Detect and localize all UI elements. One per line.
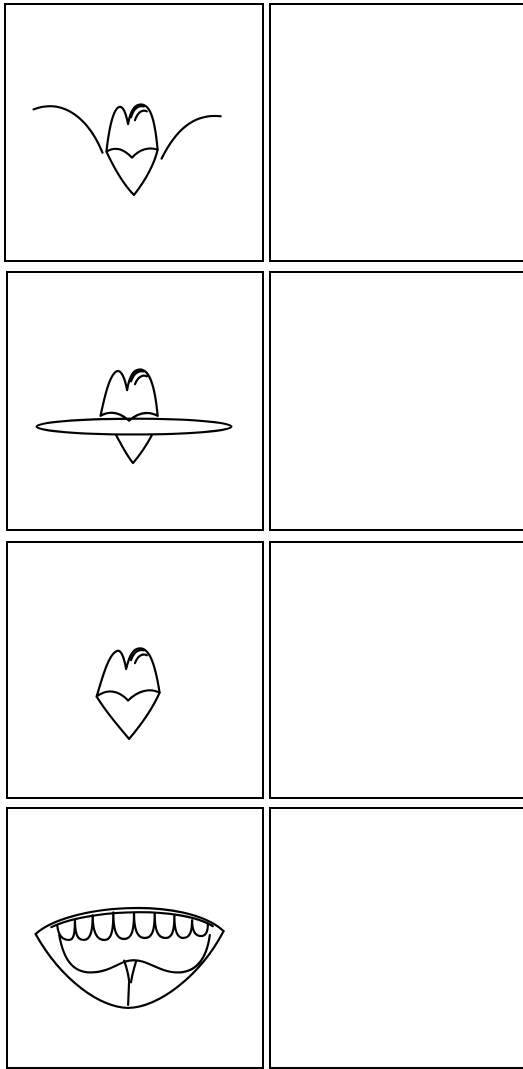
grid-cell-4-right [269,807,523,1069]
grid-cell-2-right [269,271,523,531]
grid-cell-1-left [4,3,264,262]
grid-cell-3-right [269,541,523,799]
grid-cell-4-left [6,807,264,1069]
grid-cell-1-right [269,3,523,262]
mouth-drawing [8,543,262,797]
grid-cell-3-left [6,541,264,799]
mouth-with-wings-drawing [6,5,262,260]
open-mouth-teeth-drawing [8,809,262,1067]
mouth-with-disc-drawing [8,273,262,529]
grid-cell-2-left [6,271,264,531]
